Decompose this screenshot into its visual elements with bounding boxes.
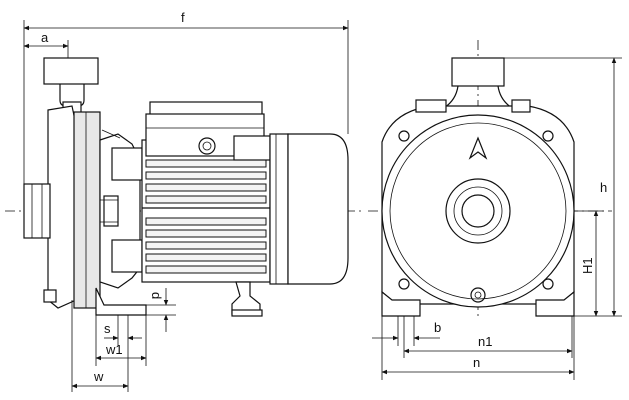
side-view: f a d s w1 — [5, 10, 365, 392]
dim-d: d — [146, 288, 176, 332]
bolt-icon — [398, 130, 410, 142]
dim-label-h: h — [600, 180, 607, 195]
dim-label-f: f — [181, 10, 185, 25]
dim-H1: H1 — [574, 210, 604, 317]
dim-w: w — [71, 300, 129, 392]
dim-label-b: b — [434, 320, 441, 335]
front-base — [381, 290, 575, 317]
side-fan-cover — [269, 133, 349, 285]
dim-n1: n1 — [403, 316, 573, 358]
dim-label-H1: H1 — [580, 257, 595, 274]
front-discharge-outlet — [442, 57, 514, 109]
dim-label-w1: w1 — [105, 342, 123, 357]
side-bracket — [95, 129, 147, 316]
side-pump-casing — [23, 105, 101, 309]
cable-gland-icon — [198, 137, 216, 155]
dim-a: a — [23, 30, 69, 49]
front-view: h H1 b n1 n — [368, 40, 622, 380]
side-discharge-outlet — [43, 40, 99, 125]
dim-label-n1: n1 — [478, 334, 492, 349]
bolt-icon — [398, 278, 410, 290]
dim-label-n: n — [473, 355, 480, 370]
dim-label-a: a — [41, 30, 49, 45]
dim-label-s: s — [104, 321, 111, 336]
dim-b: b — [372, 316, 441, 346]
suction-port-outer — [445, 178, 511, 244]
dim-n: n — [381, 316, 575, 380]
side-terminal-box — [145, 101, 271, 161]
front-volute-circle — [381, 114, 575, 308]
bolt-icon — [542, 130, 554, 142]
dim-label-d: d — [149, 292, 164, 299]
dim-w1: w1 — [95, 315, 147, 366]
side-motor-body — [141, 139, 271, 283]
side-motor-foot — [231, 281, 263, 317]
dim-s: s — [104, 315, 142, 346]
dim-label-w: w — [93, 369, 104, 384]
suction-port-inner — [461, 194, 495, 228]
bolt-icon — [542, 278, 554, 290]
drain-plug-icon — [470, 287, 486, 303]
rotation-arrow-icon — [468, 136, 488, 160]
front-casing — [381, 99, 575, 308]
